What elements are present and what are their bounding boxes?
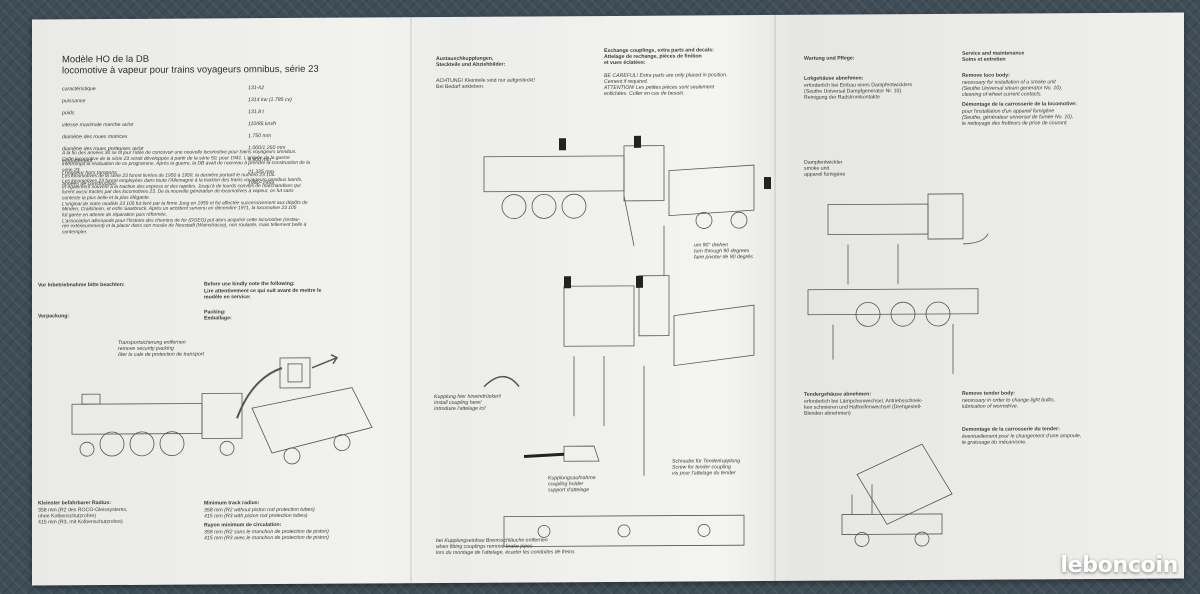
loco-body-removal-drawing <box>808 184 988 385</box>
radius-en-text: 358 mm (R2 without piston rod protection… <box>204 506 315 520</box>
brake-note: bei Kupplungseinbau Bremsschläuche entfe… <box>436 537 575 556</box>
exchange-de-title: Austauschkupplungen, Steckteile und Abzi… <box>436 55 506 69</box>
spec-label: poids <box>62 110 75 117</box>
loco-tender-drawing <box>52 347 392 489</box>
spec-value: 131,8 t <box>248 108 264 116</box>
spec-label: puissance <box>62 98 86 105</box>
screw-note: Schraube für Tenderkupplung Screw for te… <box>672 458 741 477</box>
before-use-de: Vor Inbetriebnahme bitte beachten: <box>38 281 125 289</box>
coupling-here-note: Kupplung hier hineindrücken! Install cou… <box>434 393 502 413</box>
spec-value: 1.750 mm <box>248 132 272 139</box>
title-line-2: locomotive à vapeur pour trains voyageur… <box>62 63 319 77</box>
fold-line-2 <box>774 14 776 581</box>
packing-en: Packing: Emballage: <box>204 309 232 322</box>
spec-row: caractéristique 131-h2 <box>62 85 402 93</box>
radius-de-text: 358 mm (R2 des ROCO-Gleissystems, ohne K… <box>38 506 128 526</box>
lightning-warning-icon <box>559 138 566 151</box>
packing-de: Verpackung: <box>38 313 70 320</box>
smoke-unit-label: Dampfentwickler smoke unit appareil fumi… <box>804 159 846 178</box>
lightning-warning-icon <box>564 276 571 289</box>
lightning-warning-icon <box>634 135 641 148</box>
lightning-warning-icon <box>636 275 643 288</box>
tender-body-removal-drawing <box>832 434 962 555</box>
spec-value: 110/85 km/h <box>248 120 277 127</box>
exchange-de-note: ACHTUNG! Kleinteile sind nur aufgesteckt… <box>436 77 535 91</box>
spec-value: 131-h2 <box>248 85 265 92</box>
spec-label: vitesse maximale marche av/ar <box>62 121 134 129</box>
spec-value: 1314 kw (1.785 cv) <box>248 96 292 104</box>
install-arrow-icon <box>524 454 564 456</box>
spec-label: diamètre des roues motrices <box>62 133 128 141</box>
turn-note: um 90° drehen turn through 90 degrees fa… <box>694 242 753 261</box>
exchange-en-note: BE CAREFUL! Extra parts are only placed … <box>604 72 728 97</box>
spec-row: diamètre des roues motrices 1.750 mm <box>62 133 402 141</box>
fold-line-1 <box>410 17 412 584</box>
instruction-sheet: Modèle HO de la DB locomotive à vapeur p… <box>32 12 1184 586</box>
tender-fr-text: éventuellement pour le changement d'une … <box>962 433 1082 446</box>
tender-en-text: necessary in order to change light bulbs… <box>962 397 1056 410</box>
spec-row: puissance 1314 kw (1.785 cv) <box>62 97 402 105</box>
history-text: A la fin des années 30 se fit jour l'idé… <box>62 149 311 236</box>
loco-de-text: erforderlich bei Einbau eines Dampfentwi… <box>804 82 913 101</box>
before-use-fr: Lire attentivement ce qui suit avant de … <box>204 287 322 301</box>
care-de: Wartung und Pflege: <box>804 55 855 62</box>
loco-fr-text: pour l'installation d'un appareil fumigè… <box>962 108 1074 127</box>
leboncoin-logo: leboncoin <box>1060 553 1178 578</box>
coupling-exploded-drawing <box>424 135 771 567</box>
care-en: Service and maintenance Soins et entreti… <box>962 50 1025 63</box>
coupling-holder-note: Kupplungsaufnahme coupling holder suppor… <box>548 475 596 494</box>
lightning-warning-icon <box>764 177 771 190</box>
loco-en-text: necessary for installation of a smoke un… <box>962 79 1063 98</box>
spec-row: vitesse maximale marche av/ar 110/85 km/h <box>62 121 402 129</box>
radius-fr-text: 358 mm (R2 sans le manchon de protection… <box>204 528 329 542</box>
exchange-en-title: Exchange couplings, extra parts and deca… <box>604 47 714 66</box>
spec-label: caractéristique <box>62 86 96 93</box>
tender-de-text: erforderlich bei Lämpchenwechsel, Antrie… <box>804 398 923 417</box>
spec-row: poids 131,8 t <box>62 109 402 117</box>
